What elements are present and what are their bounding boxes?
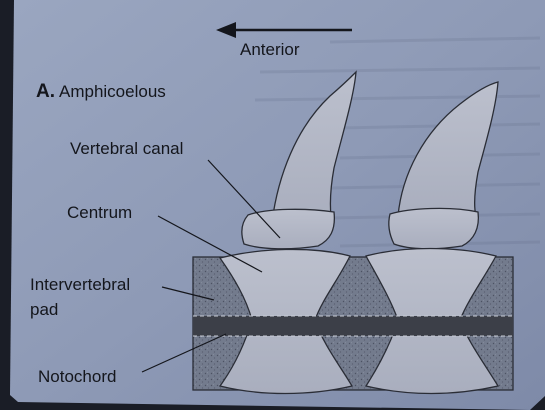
panel-letter: A.: [36, 81, 55, 102]
neural-arch-right: [389, 208, 479, 248]
notochord-band: [193, 316, 513, 336]
notochord-label: Notochord: [38, 367, 116, 386]
neural-arch-left: [242, 209, 334, 248]
intervertebral-label: Intervertebral: [30, 275, 130, 294]
panel-title: Amphicoelous: [59, 82, 166, 101]
centrum-label: Centrum: [67, 203, 132, 222]
anterior-label: Anterior: [240, 40, 300, 59]
vertebral-canal-label: Vertebral canal: [70, 139, 183, 158]
pad-label: pad: [30, 300, 58, 319]
